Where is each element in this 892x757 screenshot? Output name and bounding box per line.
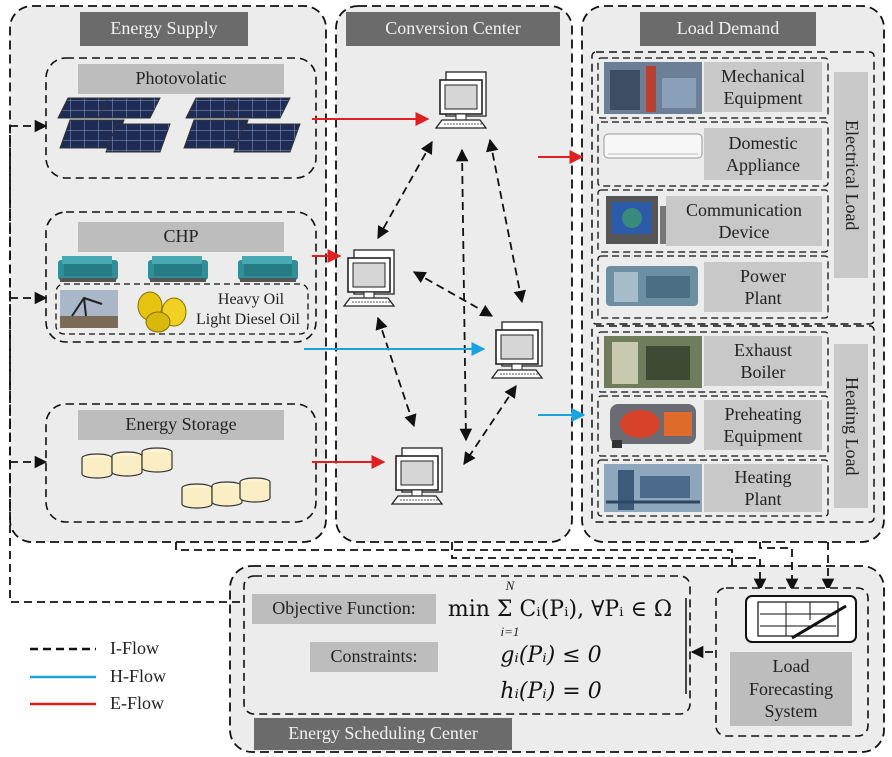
electric-flow-arrows	[312, 112, 584, 469]
chp-engine-icon	[58, 256, 298, 282]
electrical-load-label: Electrical Load	[834, 72, 868, 278]
constraint-inequality: gᵢ(Pᵢ) ≤ 0	[500, 642, 602, 668]
photovoltaic-label: Photovolatic	[78, 64, 284, 94]
oil-derrick-icon	[60, 290, 118, 328]
energy-supply-header: Energy Supply	[80, 12, 248, 46]
heat-flow-arrows	[304, 342, 586, 422]
computer-icon-bottom	[391, 447, 443, 505]
load-demand-header: Load Demand	[640, 12, 816, 46]
constraints-label: Constraints:	[310, 642, 438, 672]
objective-formula: min Σ Cᵢ(Pᵢ), ∀Pᵢ ∈ Ω	[447, 596, 673, 622]
conversion-center-header: Conversion Center	[346, 12, 560, 46]
sum-upper-limit: N	[505, 577, 515, 593]
power-plant-icon	[606, 266, 698, 306]
light-diesel-oil-label: Light Diesel Oil	[196, 311, 300, 329]
constraint-equality: hᵢ(Pᵢ) = 0	[500, 678, 602, 704]
computer-icon-right	[491, 321, 543, 379]
information-links	[375, 138, 526, 466]
load-item-frames	[597, 57, 829, 517]
computer-icon-top	[435, 71, 487, 129]
legend-e-flow-label: E-Flow	[110, 693, 164, 714]
information-feedback-lines	[9, 119, 835, 659]
preheating-equipment-icon	[610, 404, 696, 448]
heating-load-label: Heating Load	[834, 344, 868, 508]
chp-label: CHP	[78, 222, 284, 252]
exhaust-boiler-icon	[604, 336, 702, 388]
heating-plant-icon	[604, 464, 702, 512]
oil-barrel-icon	[137, 291, 187, 333]
air-conditioner-icon	[603, 133, 703, 159]
legend-h-flow-label: H-Flow	[110, 666, 167, 687]
heating-load-group	[591, 325, 875, 523]
computer-icon-left	[343, 249, 395, 307]
heavy-oil-label: Heavy Oil	[217, 291, 285, 309]
objective-function-label: Objective Function:	[252, 594, 436, 624]
energy-storage-label: Energy Storage	[78, 410, 284, 440]
energy-scheduling-center-header: Energy Scheduling Center	[254, 718, 512, 750]
load-forecasting-label: Load Forecasting System	[730, 652, 852, 726]
tablet-icon	[745, 595, 857, 643]
sum-lower-limit: i=1	[500, 623, 520, 639]
legend-i-flow-label: I-Flow	[110, 638, 159, 659]
mechanical-equipment-icon	[604, 62, 702, 114]
electrical-load-group	[591, 51, 875, 325]
solar-panel-icon	[57, 97, 301, 153]
